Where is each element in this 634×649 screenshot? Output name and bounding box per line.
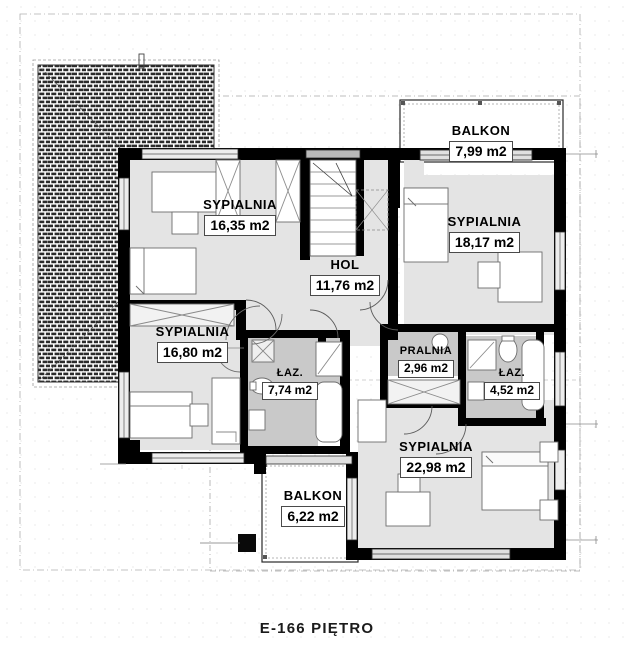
staircase — [305, 149, 389, 257]
balcony-lower — [200, 461, 359, 563]
plan-title: E-166 PIĘTRO — [259, 620, 375, 637]
